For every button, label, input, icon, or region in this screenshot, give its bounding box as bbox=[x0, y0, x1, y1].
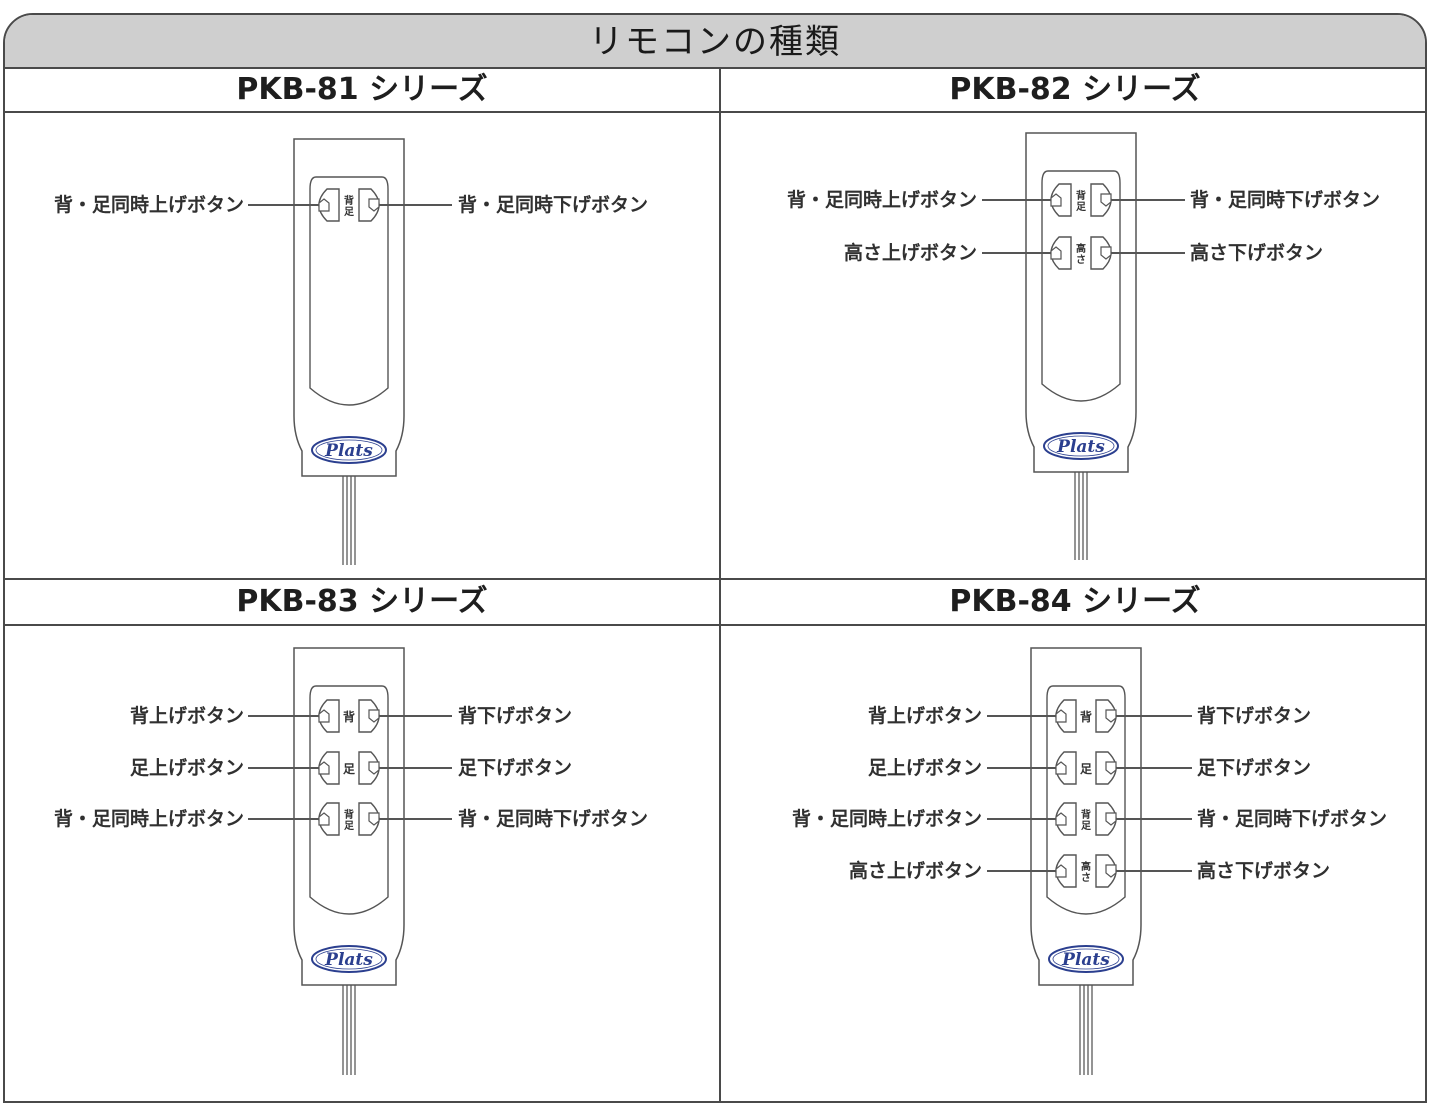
remote-inner-panel bbox=[309, 176, 389, 406]
button-glyph-line: 高 bbox=[1076, 242, 1086, 255]
button-glyph: 背足 bbox=[1081, 808, 1092, 832]
button-glyph: 高さ bbox=[1081, 860, 1091, 884]
right-button-label: 足下げボタン bbox=[458, 757, 573, 779]
down-arrow-icon bbox=[368, 198, 380, 212]
down-arrow-icon bbox=[368, 761, 380, 775]
plats-logo: Plats bbox=[1056, 437, 1105, 457]
button-glyph-line: 背 bbox=[344, 808, 354, 821]
logo-inner-ellipse bbox=[1052, 948, 1120, 970]
series-title-pkb82: PKB-82 シリーズ bbox=[949, 72, 1201, 107]
right-button-label: 背・足同時下げボタン bbox=[458, 808, 649, 830]
right-button-label: 背・足同時下げボタン bbox=[458, 194, 649, 216]
button-glyph: 足 bbox=[1080, 762, 1092, 776]
plats-logo: Plats bbox=[324, 441, 373, 461]
button-glyph-line: 背 bbox=[1081, 808, 1091, 821]
left-button-label: 背・足同時上げボタン bbox=[786, 189, 977, 211]
right-button-label: 足下げボタン bbox=[1197, 757, 1312, 779]
logo-ellipse bbox=[1048, 945, 1124, 973]
title-bar: リモコンの種類 bbox=[5, 15, 1425, 69]
button-glyph-line: 高 bbox=[1081, 860, 1091, 873]
down-arrow-icon bbox=[368, 812, 380, 826]
plats-logo: Plats bbox=[1061, 950, 1110, 970]
left-button-label: 背・足同時上げボタン bbox=[53, 194, 244, 216]
up-arrow-icon bbox=[1050, 246, 1062, 260]
up-arrow-icon bbox=[318, 812, 330, 826]
right-button-label: 背下げボタン bbox=[458, 705, 573, 727]
up-arrow-icon bbox=[1055, 864, 1067, 878]
up-arrow-icon bbox=[1055, 709, 1067, 723]
cable bbox=[342, 985, 356, 1075]
left-button-label: 足上げボタン bbox=[867, 757, 982, 779]
cable bbox=[1079, 985, 1093, 1075]
button-glyph-line: さ bbox=[1076, 254, 1086, 266]
button-glyph: 足 bbox=[343, 762, 355, 776]
button-glyph-line: 背 bbox=[344, 194, 354, 207]
button-glyph-line: さ bbox=[1081, 872, 1091, 884]
up-arrow-icon bbox=[1050, 193, 1062, 207]
remote-inner-panel bbox=[309, 685, 389, 915]
cable bbox=[1074, 472, 1088, 560]
right-button-label: 背・足同時下げボタン bbox=[1190, 189, 1381, 211]
button-glyph-line: 背 bbox=[1076, 189, 1086, 202]
down-arrow-icon bbox=[1105, 864, 1117, 878]
left-button-label: 高さ上げボタン bbox=[848, 860, 982, 882]
right-button-label: 高さ下げボタン bbox=[1197, 860, 1331, 882]
logo-ellipse bbox=[1043, 432, 1119, 460]
remote-pkb81: 背足 Plats bbox=[248, 138, 452, 565]
logo-inner-ellipse bbox=[1047, 435, 1115, 457]
right-button-label: 高さ下げボタン bbox=[1190, 242, 1324, 264]
cable bbox=[342, 476, 356, 565]
left-button-label: 背・足同時上げボタン bbox=[791, 808, 982, 830]
series-title-pkb84: PKB-84 シリーズ bbox=[949, 584, 1201, 619]
vertical-divider bbox=[719, 69, 721, 1101]
logo-ellipse bbox=[311, 945, 387, 973]
left-button-label: 背上げボタン bbox=[129, 705, 244, 727]
down-arrow-icon bbox=[1105, 709, 1117, 723]
button-glyph: 背足 bbox=[1076, 189, 1087, 213]
button-glyph-line: 足 bbox=[344, 820, 355, 832]
up-arrow-icon bbox=[1055, 761, 1067, 775]
button-glyph-line: 足 bbox=[344, 206, 355, 218]
bottom-header-divider bbox=[5, 624, 1425, 626]
up-arrow-icon bbox=[1055, 812, 1067, 826]
left-button-label: 背上げボタン bbox=[867, 705, 982, 727]
down-arrow-icon bbox=[1100, 246, 1112, 260]
button-glyph: 背足 bbox=[344, 194, 355, 218]
logo-ellipse bbox=[311, 436, 387, 464]
left-button-label: 足上げボタン bbox=[129, 757, 244, 779]
remote-inner-panel bbox=[1041, 170, 1121, 402]
button-glyph-line: 足 bbox=[1076, 201, 1087, 213]
up-arrow-icon bbox=[318, 198, 330, 212]
page-title: リモコンの種類 bbox=[589, 22, 841, 62]
button-glyph: 高さ bbox=[1076, 242, 1086, 266]
right-button-label: 背下げボタン bbox=[1197, 705, 1312, 727]
down-arrow-icon bbox=[1100, 193, 1112, 207]
left-button-label: 高さ上げボタン bbox=[843, 242, 977, 264]
button-glyph: 背 bbox=[343, 709, 355, 724]
series-title-pkb83: PKB-83 シリーズ bbox=[236, 584, 488, 619]
logo-inner-ellipse bbox=[315, 439, 383, 461]
diagram-frame: リモコンの種類 PKB-81 シリーズ PKB-82 シリーズ PKB-83 シ… bbox=[3, 13, 1427, 1103]
horizontal-divider bbox=[5, 578, 1425, 580]
button-glyph: 背 bbox=[1080, 709, 1092, 724]
down-arrow-icon bbox=[1105, 812, 1117, 826]
up-arrow-icon bbox=[318, 709, 330, 723]
series-title-pkb81: PKB-81 シリーズ bbox=[236, 72, 488, 107]
left-button-label: 背・足同時上げボタン bbox=[53, 808, 244, 830]
down-arrow-icon bbox=[1105, 761, 1117, 775]
button-glyph: 背足 bbox=[344, 808, 355, 832]
down-arrow-icon bbox=[368, 709, 380, 723]
top-header-divider bbox=[5, 111, 1425, 113]
right-button-label: 背・足同時下げボタン bbox=[1197, 808, 1388, 830]
up-arrow-icon bbox=[318, 761, 330, 775]
button-glyph-line: 足 bbox=[1081, 820, 1092, 832]
logo-inner-ellipse bbox=[315, 948, 383, 970]
plats-logo: Plats bbox=[324, 950, 373, 970]
